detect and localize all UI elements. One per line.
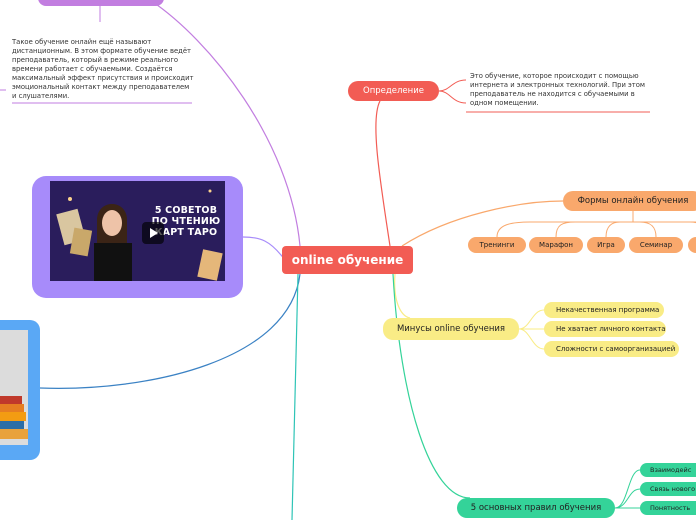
play-icon[interactable] (142, 222, 164, 244)
top-branch-node[interactable] (38, 0, 164, 6)
definition-note: Это обучение, которое происходит с помощ… (470, 72, 648, 108)
connector-definition-note (439, 80, 466, 103)
connector-minuses-children (519, 310, 544, 349)
forms-item-game[interactable]: Игра (587, 237, 625, 253)
forms-node[interactable]: Формы онлайн обучения (563, 191, 696, 211)
connector-minuses (395, 274, 410, 318)
connector-forms-children (497, 211, 696, 237)
forms-item-seminar[interactable]: Семинар (629, 237, 683, 253)
minuses-item-bad-program[interactable]: Некачественная программа (544, 302, 664, 318)
video-thumbnail[interactable]: 5 СОВЕТОВ ПО ЧТЕНИЮ КАРТ ТАРО (50, 181, 225, 281)
rules-item-new-connection[interactable]: Связь нового (640, 482, 696, 496)
rules-item-clarity[interactable]: Понятность (640, 501, 696, 515)
connector-rules-children (615, 470, 640, 508)
book-stack-icon (0, 320, 40, 460)
forms-item-trainings[interactable]: Тренинги (468, 237, 526, 253)
definition-node[interactable]: Определение (348, 81, 439, 101)
connector-definition (376, 101, 390, 246)
connector-rules (393, 274, 470, 498)
forms-item-marathon[interactable]: Марафон (529, 237, 583, 253)
rules-item-interaction[interactable]: Взаимодейс (640, 463, 696, 477)
minuses-item-no-contact[interactable]: Не хватает личного контакта (544, 321, 666, 337)
central-topic[interactable]: online обучение (282, 246, 413, 274)
minuses-node[interactable]: Минусы online обучения (383, 318, 519, 340)
minuses-item-self-organization[interactable]: Сложности с самоорганизацией (544, 341, 679, 357)
top-branch-note: Такое обучение онлайн ещё называют диста… (12, 38, 194, 101)
connector-teal-down (292, 274, 298, 520)
rules-node[interactable]: 5 основных правил обучения (457, 498, 615, 518)
image-thumbnail-frame[interactable] (0, 320, 40, 460)
connector-video (243, 237, 285, 260)
video-thumbnail-frame[interactable]: 5 СОВЕТОВ ПО ЧТЕНИЮ КАРТ ТАРО (32, 176, 243, 298)
